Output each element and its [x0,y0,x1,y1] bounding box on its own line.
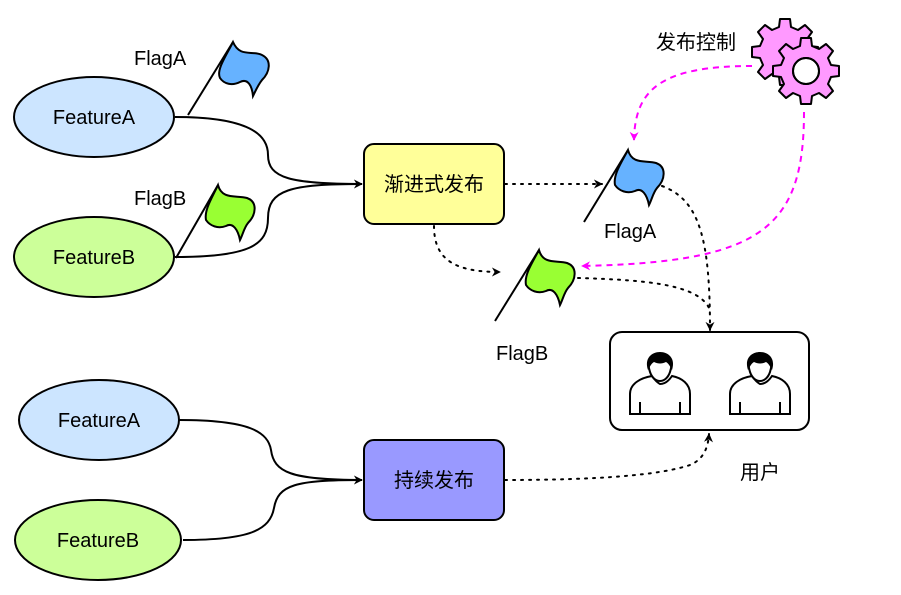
progressive-release-label: 渐进式发布 [384,172,484,196]
users-label: 用户 [740,460,780,484]
bottom-feature-a-label: FeatureA [58,410,141,432]
feature-b-node[interactable]: FeatureB [13,216,175,298]
feature-a-node[interactable]: FeatureA [13,76,175,158]
bottom-feature-b-label: FeatureB [57,530,139,552]
control-arrow-to-flagB [581,111,805,271]
connector-flagB-to-users [577,277,711,311]
gear-icon [751,18,840,105]
connector-progressive-to-flagB [433,225,501,277]
flag-a-label: FlagA [134,48,187,70]
control-arrow-to-flagA [629,65,753,141]
continuous-release-label: 持续发布 [394,468,474,492]
progressive-release-node[interactable]: 渐进式发布 [363,143,505,225]
middle-flag-a-icon [583,147,665,223]
connector-featureA-to-progressive [174,116,363,189]
connector-bottom-featureA-to-continuous [178,419,363,485]
continuous-release-node[interactable]: 持续发布 [363,439,505,521]
connector-continuous-to-users [504,433,713,481]
flag-b-label: FlagB [134,188,186,210]
middle-flag-a-label: FlagA [604,221,657,243]
bottom-feature-b-node[interactable]: FeatureB [14,499,182,581]
feature-b-label: FeatureB [53,247,135,269]
middle-flag-b-label: FlagB [496,343,548,365]
users-node[interactable] [609,331,810,431]
flag-a-icon [187,39,270,116]
feature-a-label: FeatureA [53,107,136,129]
release-control-label: 发布控制 [656,30,736,54]
connector-featureB-to-progressive [174,183,363,258]
middle-flag-b-icon [494,247,576,322]
flag-b-icon [175,182,256,259]
bottom-feature-a-node[interactable]: FeatureA [18,379,180,461]
connector-bottom-featureB-to-continuous [182,479,363,541]
user-icon [629,352,691,415]
user-icon [729,352,791,415]
